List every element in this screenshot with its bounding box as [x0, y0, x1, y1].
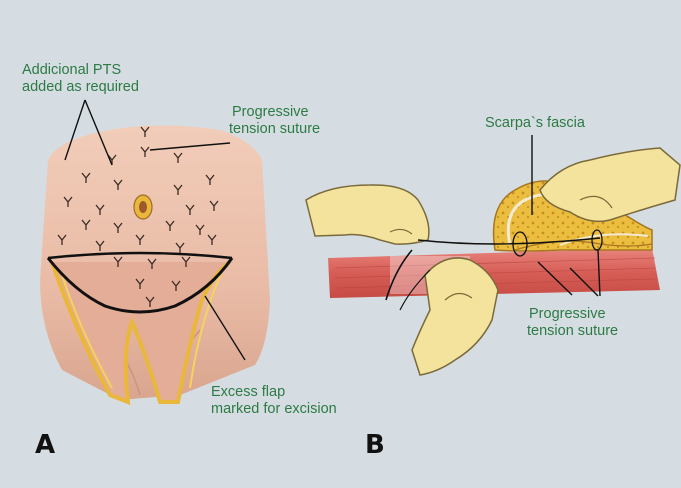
suture-mark-icon — [113, 222, 123, 233]
needle-icon — [385, 229, 603, 311]
label-progressive-tension-a: Progressive tension suture — [229, 104, 320, 138]
suture-mark-icon — [140, 126, 150, 137]
suture-mark-icon — [63, 196, 73, 207]
suture-mark-icon — [171, 280, 181, 291]
label-progressive-tension-b: Progressive tension suture — [527, 306, 618, 340]
navel-icon — [133, 194, 153, 220]
label-pts-b-line2: tension suture — [527, 323, 619, 339]
suture-mark-icon — [173, 152, 183, 163]
label-pts-a-line2: tension suture — [229, 121, 321, 137]
suture-mark-icon — [57, 234, 67, 245]
hand-icon — [539, 147, 681, 223]
suture-mark-icon — [147, 258, 157, 269]
panel-letter-a: A — [35, 430, 56, 460]
hand-icon — [305, 184, 430, 245]
suture-mark-icon — [81, 172, 91, 183]
suture-mark-icon — [135, 278, 145, 289]
leader-lines-b — [531, 135, 601, 297]
suture-mark-icon — [135, 234, 145, 245]
panel-b-procedure — [305, 135, 681, 376]
label-excess-line1: Excess flap — [211, 384, 286, 400]
label-pts-a-line1: Progressive — [232, 104, 309, 120]
label-excess-flap: Excess flap marked for excision — [211, 384, 337, 418]
label-additional-line1: Addicional PTS — [22, 62, 122, 78]
suture-mark-icon — [185, 204, 195, 215]
excision-line — [46, 257, 234, 314]
suture-mark-icon — [175, 242, 185, 253]
suture-mark-icon — [113, 256, 123, 267]
suture-mark-icon — [113, 179, 123, 190]
hand-icon — [411, 257, 499, 376]
suture-mark-icon — [140, 146, 150, 157]
suture-mark-icon — [95, 240, 105, 251]
panel-letter-b: B — [365, 430, 385, 460]
suture-mark-icon — [173, 184, 183, 195]
excess-flap — [50, 260, 232, 406]
leader-lines-a — [64, 99, 246, 361]
suture-mark-icon — [95, 204, 105, 215]
suture-marks — [57, 126, 219, 307]
suture-mark-icon — [209, 200, 219, 211]
panel-a-torso — [40, 99, 270, 406]
label-pts-b-line1: Progressive — [529, 306, 606, 322]
suture-mark-icon — [207, 234, 217, 245]
label-scarpa-fascia: Scarpa`s fascia — [485, 115, 585, 131]
label-additional-pts: Addicional PTS added as required — [22, 62, 139, 96]
suture-mark-icon — [181, 256, 191, 267]
suture-mark-icon — [81, 219, 91, 230]
suture-mark-icon — [165, 220, 175, 231]
suture-mark-icon — [195, 224, 205, 235]
label-excess-line2: marked for excision — [211, 401, 337, 417]
suture-mark-icon — [145, 296, 155, 307]
label-additional-line2: added as required — [22, 79, 139, 95]
suture-mark-icon — [205, 174, 215, 185]
